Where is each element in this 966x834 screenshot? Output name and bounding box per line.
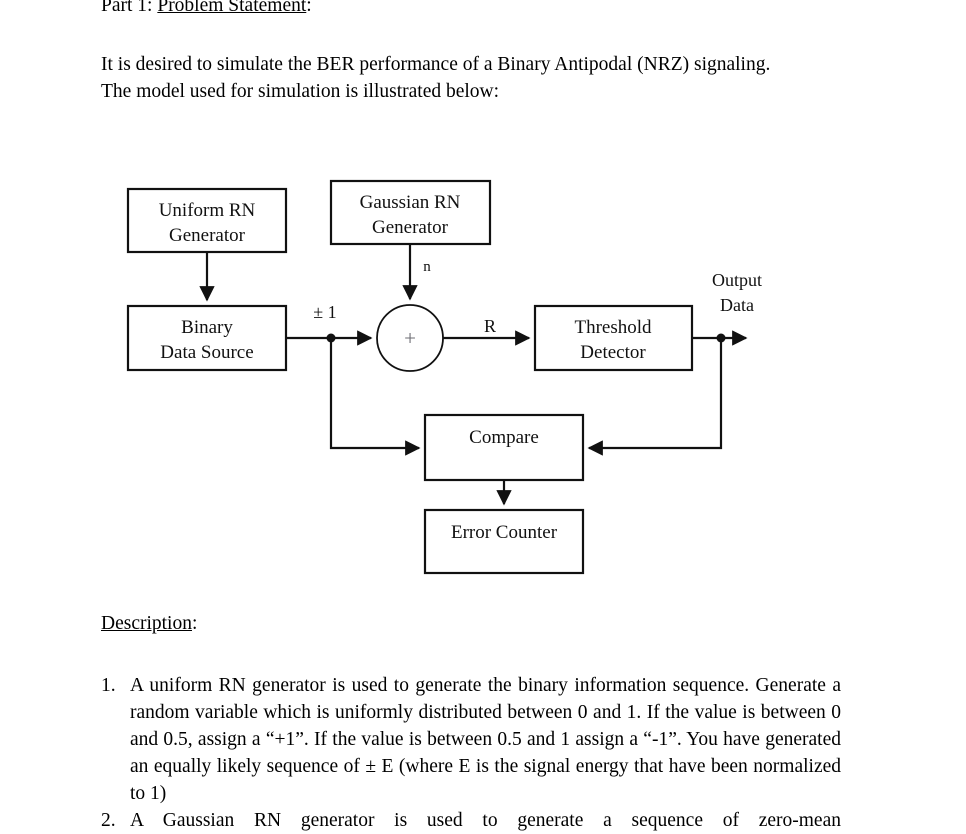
block-uniform-rn-generator-line2: Generator [169, 225, 246, 246]
page-heading: Part 1: Problem Statement: [101, 0, 312, 19]
label-bipolar-pm1: ± 1 [313, 302, 336, 322]
heading-prefix: Part 1: [101, 0, 158, 16]
block-binary-data-source: Binary Data Source [126, 304, 288, 372]
heading-underlined: Problem Statement [157, 0, 307, 16]
description-heading: Description: [101, 610, 197, 637]
block-error-counter-label: Error Counter [451, 522, 558, 543]
label-noise-n: n [423, 259, 431, 275]
block-binary-data-source-line1: Binary [181, 317, 233, 338]
wire-output-to-compare [587, 342, 723, 456]
list-item: 1. A uniform RN generator is used to gen… [101, 672, 841, 807]
intro-paragraph: It is desired to simulate the BER perfor… [101, 54, 771, 102]
block-uniform-rn-generator: Uniform RN Generator [126, 187, 288, 254]
block-threshold-detector-line1: Threshold [574, 317, 652, 338]
block-summing-junction: + [376, 304, 444, 372]
block-uniform-rn-generator-line1: Uniform RN [159, 200, 256, 221]
list-item-text: A Gaussian RN generator is used to gener… [130, 810, 841, 831]
wire-binary-to-compare [329, 342, 421, 456]
summing-junction-plus-symbol: + [404, 326, 416, 350]
label-output-data-line2: Data [720, 295, 754, 315]
description-list: 1. A uniform RN generator is used to gen… [101, 672, 841, 834]
label-received-r: R [484, 316, 496, 336]
junction-dot-output [716, 333, 726, 343]
heading-suffix: : [306, 0, 312, 16]
block-gaussian-rn-generator-line1: Gaussian RN [360, 192, 461, 213]
block-error-counter: Error Counter [423, 508, 585, 575]
block-compare-label: Compare [469, 427, 539, 448]
list-item-marker: 2. [101, 810, 116, 831]
block-compare: Compare [423, 413, 585, 482]
block-threshold-detector-line2: Detector [580, 342, 646, 363]
block-gaussian-rn-generator-line2: Generator [372, 217, 449, 238]
list-item-marker: 1. [101, 675, 116, 696]
description-heading-suffix: : [191, 613, 198, 634]
block-binary-data-source-line2: Data Source [160, 342, 253, 363]
junction-dot-bipolar [326, 333, 336, 343]
block-gaussian-rn-generator: Gaussian RN Generator [329, 179, 492, 246]
list-item-text: A uniform RN generator is used to genera… [130, 675, 841, 804]
description-heading-underlined: Description [101, 613, 192, 634]
label-output-data-line1: Output [712, 270, 762, 290]
list-item: 2. A Gaussian RN generator is used to ge… [101, 807, 841, 834]
block-threshold-detector: Threshold Detector [533, 304, 694, 372]
